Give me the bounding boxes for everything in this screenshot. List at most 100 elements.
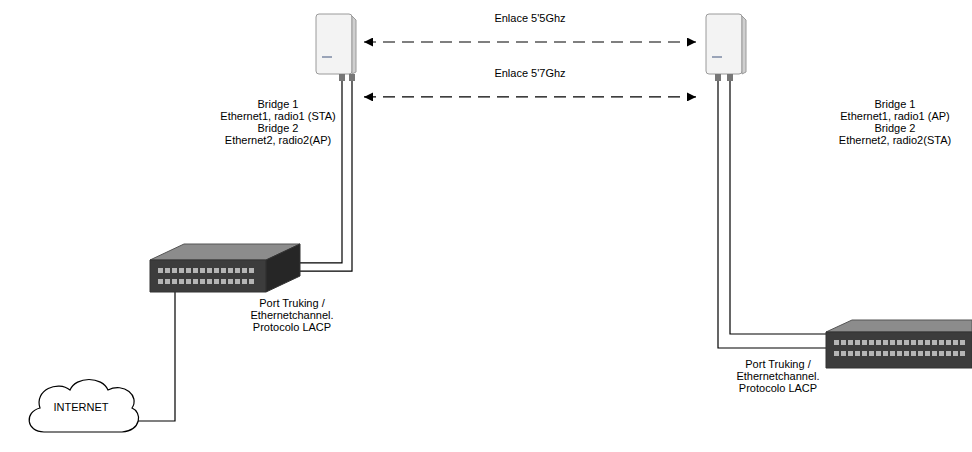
switch-port — [235, 279, 240, 284]
cloud-outline — [29, 380, 138, 433]
switch-port — [242, 279, 247, 284]
switch-port — [841, 351, 846, 356]
switch-port — [186, 268, 191, 273]
antenna-drawing — [310, 12, 360, 102]
node-caption: Port Truking / Ethernetchannel. Protocol… — [242, 297, 342, 333]
switch-port — [925, 340, 930, 345]
switch-port — [242, 268, 247, 273]
switch-port — [214, 279, 219, 284]
switch-port — [207, 268, 212, 273]
switch-port — [235, 268, 240, 273]
node-caption: INTERNET — [22, 372, 140, 442]
switch-port — [904, 351, 909, 356]
switch-port — [179, 268, 184, 273]
switch-port — [869, 351, 874, 356]
switch-port — [165, 279, 170, 284]
switch-port — [932, 340, 937, 345]
switch-port — [960, 351, 965, 356]
switch-port — [200, 268, 205, 273]
antenna-panel — [316, 14, 352, 74]
switch-port — [876, 340, 881, 345]
switch-port — [876, 351, 881, 356]
bridge-label: Ethernet1, radio1 (STA) — [208, 110, 348, 122]
antenna-side — [742, 16, 746, 74]
switch-port — [221, 268, 226, 273]
switch-port — [834, 351, 839, 356]
switch-port — [855, 351, 860, 356]
antenna-cable-stub — [729, 81, 730, 102]
radio-link — [364, 96, 696, 97]
ethernet-cable — [718, 102, 826, 348]
switch-port — [172, 268, 177, 273]
bridge-label: Ethernet1, radio1 (AP) — [825, 110, 965, 122]
switch-port — [918, 340, 923, 345]
bridge-label: Bridge 1 — [208, 98, 348, 110]
switch-port — [200, 279, 205, 284]
bridge-label: Bridge 2 — [825, 122, 965, 134]
port-label: Port Truking / Ethernetchannel. Protocol… — [242, 297, 342, 333]
antenna-cable-stub — [351, 81, 352, 102]
bridge-label: Ethernet2, radio2(AP) — [208, 134, 348, 146]
node-caption: Bridge 1Ethernet1, radio1 (AP)Bridge 2Et… — [825, 98, 965, 146]
switch-node: Port Truking / Ethernetchannel. Protocol… — [150, 240, 300, 292]
bridge-label: Bridge 2 — [208, 122, 348, 134]
antenna-node: Bridge 1Ethernet1, radio1 (AP)Bridge 2Et… — [700, 12, 750, 102]
switch-port — [897, 351, 902, 356]
switch-port — [221, 279, 226, 284]
switch-node: Port Truking / Ethernetchannel. Protocol… — [826, 318, 972, 368]
switch-port — [946, 351, 951, 356]
antenna-logo — [712, 56, 722, 58]
switch-port — [883, 351, 888, 356]
switch-side — [266, 244, 300, 292]
radio-link — [364, 41, 696, 42]
switch-port — [207, 279, 212, 284]
switch-port — [897, 340, 902, 345]
switch-port — [249, 268, 254, 273]
switch-port — [855, 340, 860, 345]
switch-port — [193, 279, 198, 284]
switch-port — [249, 279, 254, 284]
link-label: Enlace 5'7Ghz — [492, 67, 567, 80]
cloud-node: INTERNET — [22, 372, 140, 442]
link-label: Enlace 5'5Ghz — [492, 12, 567, 25]
port-label: Port Truking / Ethernetchannel. Protocol… — [728, 358, 828, 394]
node-caption: Port Truking / Ethernetchannel. Protocol… — [728, 358, 828, 394]
switch-port — [890, 340, 895, 345]
ethernet-cable — [138, 292, 175, 421]
switch-port — [228, 268, 233, 273]
switch-port — [890, 351, 895, 356]
antenna-connector — [715, 74, 721, 81]
switch-port — [946, 340, 951, 345]
switch-drawing — [150, 240, 300, 292]
ethernet-cable — [300, 102, 342, 263]
switch-port — [165, 268, 170, 273]
switch-port — [918, 351, 923, 356]
switch-port — [911, 351, 916, 356]
switch-port — [834, 340, 839, 345]
antenna-connector — [349, 74, 355, 81]
antenna-drawing — [700, 12, 750, 102]
switch-port — [939, 340, 944, 345]
switch-drawing — [826, 318, 972, 368]
antenna-panel — [706, 14, 742, 74]
switch-port — [953, 340, 958, 345]
antenna-connector — [727, 74, 733, 81]
switch-top — [826, 320, 972, 332]
switch-port — [869, 340, 874, 345]
ethernet-cable — [300, 102, 352, 271]
switch-port — [158, 268, 163, 273]
switch-port — [228, 279, 233, 284]
switch-port — [848, 351, 853, 356]
switch-front — [826, 332, 972, 368]
switch-port — [214, 268, 219, 273]
antenna-node: Bridge 1Ethernet1, radio1 (STA)Bridge 2E… — [310, 12, 360, 102]
switch-port — [904, 340, 909, 345]
switch-port — [179, 279, 184, 284]
bridge-label: Bridge 1 — [825, 98, 965, 110]
switch-port — [158, 279, 163, 284]
bridge-label: Ethernet2, radio2(STA) — [825, 134, 965, 146]
